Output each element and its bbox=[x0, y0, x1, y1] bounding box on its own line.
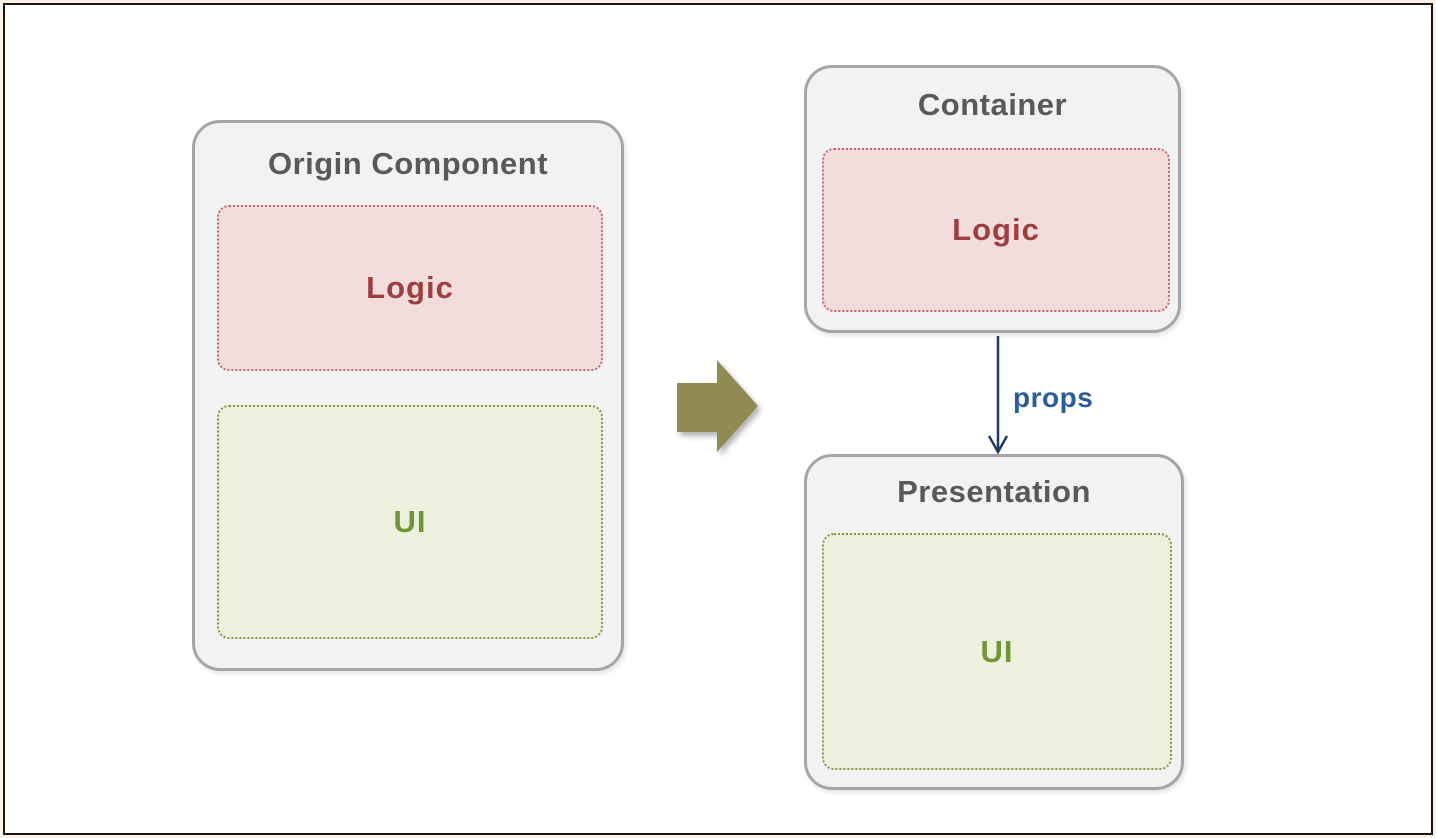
container-logic-box: Logic bbox=[822, 148, 1170, 312]
props-label: props bbox=[1013, 382, 1094, 413]
container-logic-label: Logic bbox=[952, 212, 1040, 247]
presentation-ui-box: UI bbox=[822, 533, 1172, 770]
origin-component-title: Origin Component bbox=[267, 146, 549, 181]
origin-component-panel: Origin Component Logic UI bbox=[192, 120, 624, 671]
origin-logic-label: Logic bbox=[366, 270, 454, 305]
presentation-ui-label: UI bbox=[980, 633, 1014, 669]
container-title: Container bbox=[917, 87, 1068, 122]
presentation-title: Presentation bbox=[897, 474, 1091, 509]
origin-ui-box: UI bbox=[217, 405, 603, 639]
presentation-panel: Presentation UI bbox=[804, 454, 1184, 790]
transform-arrow-shape bbox=[677, 360, 758, 452]
props-arrow-icon bbox=[987, 336, 1009, 455]
diagram-canvas: Origin Component Logic UI Container Logi… bbox=[3, 3, 1433, 835]
origin-ui-label: UI bbox=[393, 504, 427, 539]
props-arrow-head bbox=[987, 435, 1009, 455]
container-panel: Container Logic bbox=[804, 65, 1181, 333]
origin-logic-box: Logic bbox=[217, 205, 603, 371]
transform-arrow-icon bbox=[677, 360, 758, 452]
